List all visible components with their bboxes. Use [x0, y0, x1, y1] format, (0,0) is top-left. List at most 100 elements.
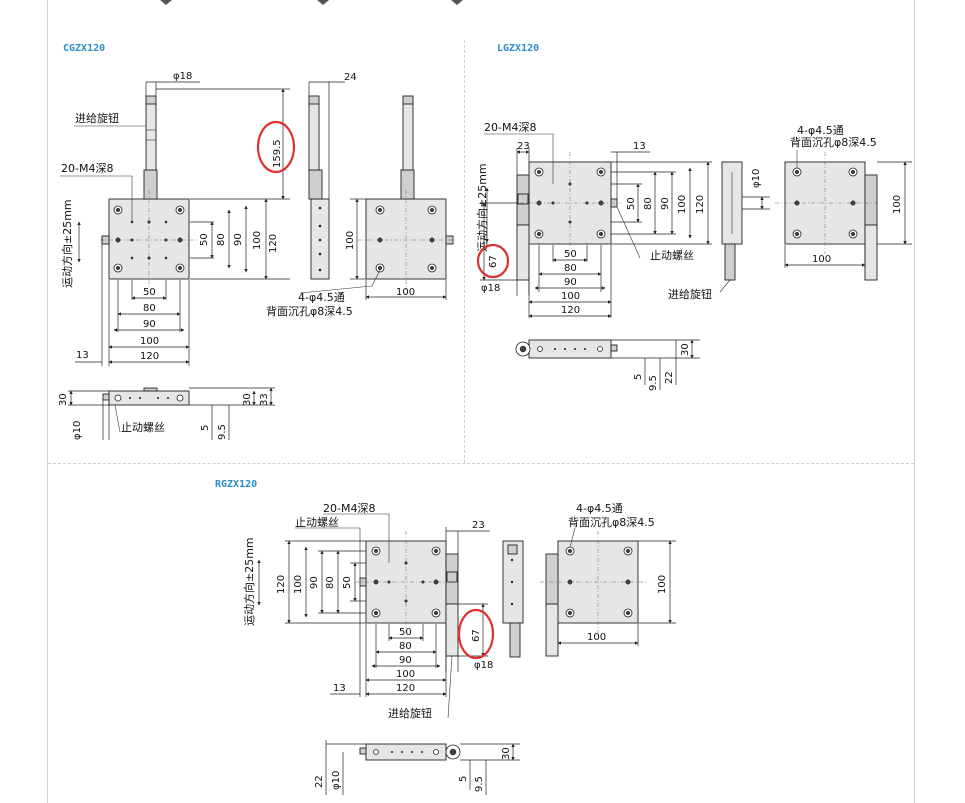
lgzx-label-travel: 运动方向±25mm	[475, 163, 489, 252]
lgzx-dim-30: 30	[680, 343, 691, 356]
rgzx-dim-9-5: 9.5	[474, 776, 485, 792]
rgzx-dim-100-bottom: 100	[587, 632, 606, 643]
frame-left	[47, 0, 48, 803]
cgzx-dim-d10: φ10	[72, 421, 83, 440]
cgzx-dim-50-v: 50	[199, 233, 210, 246]
cgzx-dim-d18: φ18	[173, 71, 192, 82]
cgzx-bottom-view	[299, 95, 456, 300]
lgzx-dim-120-h: 120	[561, 305, 580, 316]
tab-notch-3	[451, 0, 463, 5]
rgzx-dim-80-v: 80	[325, 576, 336, 589]
cgzx-label-feed-knob: 进给旋钮	[75, 111, 119, 125]
cgzx-label-counterbore: 背面沉孔φ8深4.5	[266, 304, 353, 318]
cgzx-dim-80-h: 80	[143, 303, 156, 314]
lgzx-dim-100-h: 100	[561, 291, 580, 302]
cgzx-label-lock-screw: 止动螺丝	[121, 421, 165, 434]
cgzx-dim-159-5: 159.5	[272, 139, 283, 168]
panel-title-lgzx: LGZX120	[497, 43, 540, 54]
cgzx-dim-100-v: 100	[252, 231, 263, 250]
cgzx-highlight-159-5	[256, 120, 296, 174]
cgzx-dim-80-v: 80	[216, 233, 227, 246]
cgzx-dim-120-h: 120	[140, 351, 159, 362]
rgzx-label-through-holes: 4-φ4.5通	[576, 502, 623, 515]
lgzx-dim-100-v: 100	[677, 195, 688, 214]
rgzx-dim-d10: φ10	[331, 771, 342, 790]
cgzx-dim-50-h: 50	[143, 287, 156, 298]
rgzx-label-counterbore: 背面沉孔φ8深4.5	[568, 515, 655, 529]
lgzx-label-lock-screw: 止动螺丝	[650, 249, 694, 262]
lgzx-front-dimensions	[480, 133, 712, 318]
rgzx-dim-50-h: 50	[399, 627, 412, 638]
rgzx-front-dimensions	[257, 513, 490, 719]
rgzx-highlight-67	[457, 608, 495, 660]
rgzx-dim-120-v: 120	[276, 575, 287, 594]
frame-right	[914, 0, 915, 803]
rgzx-label-lock-screw: 止动螺丝	[295, 516, 339, 529]
lgzx-dim-50-v: 50	[626, 197, 637, 210]
lgzx-dim-23: 23	[517, 141, 530, 152]
cgzx-dim-5: 5	[200, 425, 211, 431]
lgzx-bottom-view	[775, 150, 912, 281]
divider-vertical	[464, 40, 465, 463]
rgzx-dim-90-v: 90	[309, 576, 320, 589]
lgzx-dim-80-v: 80	[643, 197, 654, 210]
cgzx-front-dimensions	[60, 81, 290, 366]
cgzx-dim-120-v: 120	[268, 234, 279, 253]
cgzx-top-view	[68, 387, 275, 440]
cgzx-dim-30-left: 30	[58, 393, 69, 406]
cgzx-label-through-holes: 4-φ4.5通	[298, 291, 345, 304]
lgzx-top-view	[515, 339, 700, 390]
rgzx-front-view	[356, 531, 460, 657]
lgzx-label-tap-holes: 20-M4深8	[484, 121, 536, 134]
rgzx-dim-5: 5	[458, 776, 469, 782]
lgzx-front-view	[516, 152, 620, 281]
lgzx-dim-9-5: 9.5	[648, 375, 659, 391]
cgzx-dim-100-bottom: 100	[396, 287, 415, 298]
lgzx-dim-80-h: 80	[564, 263, 577, 274]
rgzx-dim-13: 13	[333, 683, 346, 694]
cgzx-dim-90-v: 90	[233, 233, 244, 246]
lgzx-dim-90-h: 90	[564, 277, 577, 288]
cgzx-label-travel: 运动方向±25mm	[60, 199, 74, 288]
rgzx-dim-67: 67	[471, 629, 482, 642]
rgzx-dim-80-h: 80	[399, 641, 412, 652]
rgzx-dim-100-h: 100	[396, 669, 415, 680]
rgzx-dim-d18: φ18	[474, 660, 493, 671]
rgzx-dim-23: 23	[472, 520, 485, 531]
lgzx-label-through-holes: 4-φ4.5通	[797, 124, 844, 137]
lgzx-side-view	[719, 161, 770, 293]
lgzx-highlight-67	[476, 243, 510, 279]
lgzx-dim-22: 22	[664, 371, 675, 384]
rgzx-dim-90-h: 90	[399, 655, 412, 666]
cgzx-dim-13: 13	[76, 350, 89, 361]
rgzx-bottom-view	[540, 527, 676, 657]
panel-title-rgzx: RGZX120	[215, 479, 258, 490]
lgzx-dim-d18: φ18	[481, 283, 500, 294]
cgzx-dim-33: 33	[259, 393, 270, 406]
lgzx-dim-5: 5	[633, 374, 644, 380]
cgzx-dim-9-5: 9.5	[217, 424, 228, 440]
cgzx-label-tap-holes: 20-M4深8	[61, 162, 113, 175]
cgzx-dim-100-h: 100	[140, 336, 159, 347]
rgzx-dim-100-v: 100	[293, 575, 304, 594]
cgzx-dim-100-side: 100	[345, 231, 356, 250]
lgzx-dim-50-h: 50	[564, 249, 577, 260]
divider-horizontal	[48, 463, 914, 464]
lgzx-dim-d10: φ10	[751, 169, 762, 188]
tab-notch-1	[160, 0, 172, 5]
lgzx-dim-90-v: 90	[660, 197, 671, 210]
cgzx-dim-30-right: 30	[242, 393, 253, 406]
rgzx-label-feed-knob: 进给旋钮	[388, 706, 432, 720]
lgzx-dim-67: 67	[488, 255, 499, 268]
rgzx-dim-120-h: 120	[396, 683, 415, 694]
lgzx-dim-100-bottom: 100	[812, 254, 831, 265]
cgzx-front-view	[100, 95, 198, 290]
lgzx-label-feed-knob: 进给旋钮	[668, 287, 712, 301]
rgzx-label-tap-holes: 20-M4深8	[323, 502, 375, 515]
rgzx-dim-30: 30	[501, 747, 512, 760]
cgzx-dim-24: 24	[344, 72, 357, 83]
lgzx-label-counterbore: 背面沉孔φ8深4.5	[790, 135, 877, 149]
cgzx-dim-90-h: 90	[143, 319, 156, 330]
